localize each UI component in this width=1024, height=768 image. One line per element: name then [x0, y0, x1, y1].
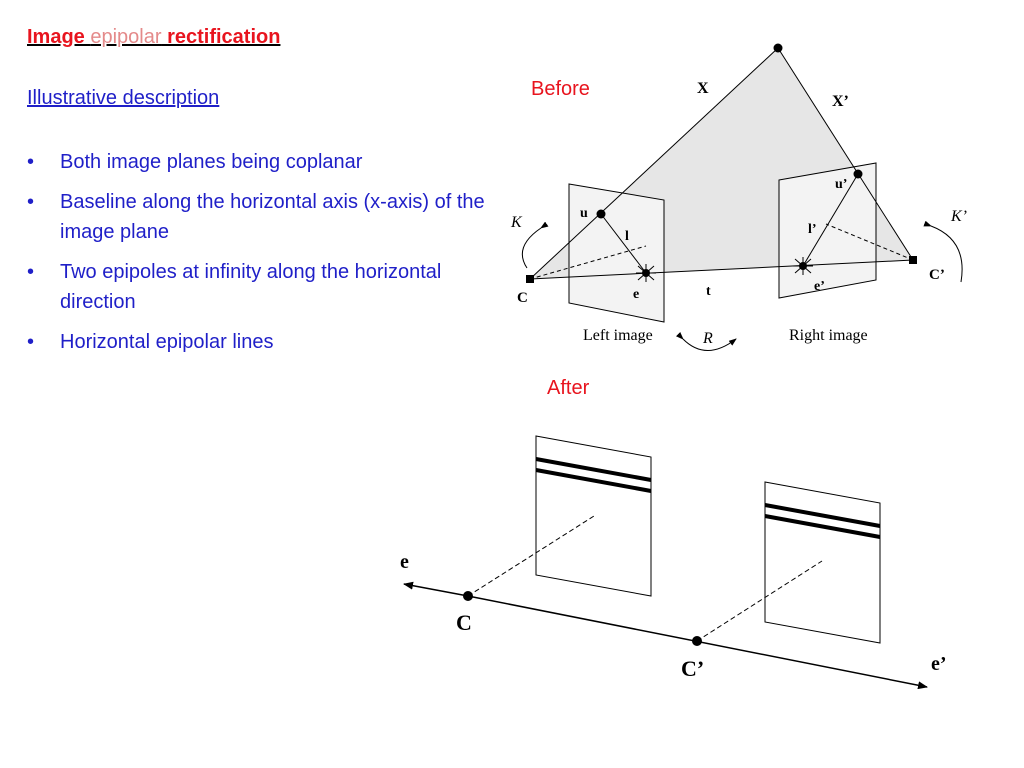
bullet-dot: •	[27, 331, 35, 353]
label-R: R	[702, 330, 713, 347]
arrow-to-e	[403, 581, 469, 597]
point-u	[596, 209, 606, 219]
arc-R	[675, 331, 737, 351]
point-C-after	[463, 591, 473, 601]
label-t: t	[706, 284, 711, 299]
point-u-prime	[853, 169, 863, 179]
label-e-prime-after: e’	[931, 653, 947, 675]
label-e-prime: e’	[814, 279, 825, 294]
label-l: l	[625, 229, 629, 244]
bullet-dot: •	[27, 191, 35, 213]
label-C-prime: C’	[929, 267, 945, 283]
slide-subtitle: Illustrative description	[27, 87, 220, 109]
epipolar-line-right-1	[764, 503, 881, 528]
label-C-after: C	[456, 610, 472, 635]
dashed-ray-C-prime	[696, 560, 823, 642]
label-u: u	[580, 206, 588, 221]
label-l-prime: l’	[808, 222, 817, 237]
bullet-item: • Both image planes being coplanar	[27, 147, 497, 177]
epipolar-line-left-2	[535, 468, 652, 493]
label-u-prime: u’	[835, 177, 847, 192]
label-e: e	[633, 287, 639, 302]
point-e-prime	[799, 262, 807, 270]
ray-X-to-C	[529, 47, 779, 280]
after-label: After	[547, 377, 590, 399]
bullet-text: Two epipoles at infinity along the horiz…	[60, 261, 442, 313]
label-left-image: Left image	[583, 327, 653, 344]
title-part-epipolar: epipolar	[90, 26, 162, 48]
epipolar-line-left-1	[535, 457, 652, 482]
bullet-dot: •	[27, 151, 35, 173]
camera-center-C-prime	[909, 256, 917, 264]
left-image-plane	[568, 183, 665, 323]
arc-K	[521, 221, 549, 269]
title-part-rectification: rectification	[161, 26, 281, 48]
label-C-prime-after: C’	[681, 656, 704, 681]
dashed-ray-left	[529, 245, 647, 280]
label-C: C	[517, 290, 528, 306]
epipolar-line-l	[600, 213, 647, 274]
bullet-item: • Horizontal epipolar lines	[27, 327, 497, 357]
label-X-prime: X’	[832, 93, 849, 110]
epipolar-line-l-prime	[802, 173, 859, 267]
before-label: Before	[531, 78, 590, 100]
point-X	[773, 43, 783, 53]
bullet-list: • Both image planes being coplanar • Basel…	[27, 147, 497, 367]
bullet-text: Horizontal epipolar lines	[60, 331, 274, 353]
baseline-t	[529, 259, 914, 280]
dashed-ray-right	[825, 223, 914, 261]
label-X: X	[697, 80, 709, 97]
title-part-image: Image	[27, 26, 91, 48]
slide-title: Image epipolar rectification	[27, 26, 280, 49]
bullet-item: • Two epipoles at infinity along the hori…	[27, 257, 497, 317]
label-e-after: e	[400, 551, 409, 573]
bullet-item: • Baseline along the horizontal axis (x-a…	[27, 187, 497, 247]
after-diagram: e e’ C C’	[400, 435, 947, 690]
epipolar-line-right-2	[764, 514, 881, 539]
bullet-text: Baseline along the horizontal axis (x-ax…	[60, 191, 485, 243]
before-diagram: X X’ u u’ l l’ C C’ e e’ t K K’ R Left i…	[510, 43, 967, 351]
bullet-dot: •	[27, 261, 35, 283]
label-K: K	[510, 214, 523, 231]
arc-K-prime	[923, 220, 963, 283]
dashed-ray-C	[467, 515, 595, 597]
right-image-plane	[778, 162, 877, 299]
camera-center-C	[526, 275, 534, 283]
bullet-text: Both image planes being coplanar	[60, 151, 363, 173]
point-C-prime-after	[692, 636, 702, 646]
label-right-image: Right image	[789, 327, 868, 344]
label-K-prime: K’	[950, 208, 967, 225]
ray-X-to-C-prime	[777, 47, 914, 261]
point-e	[642, 269, 650, 277]
